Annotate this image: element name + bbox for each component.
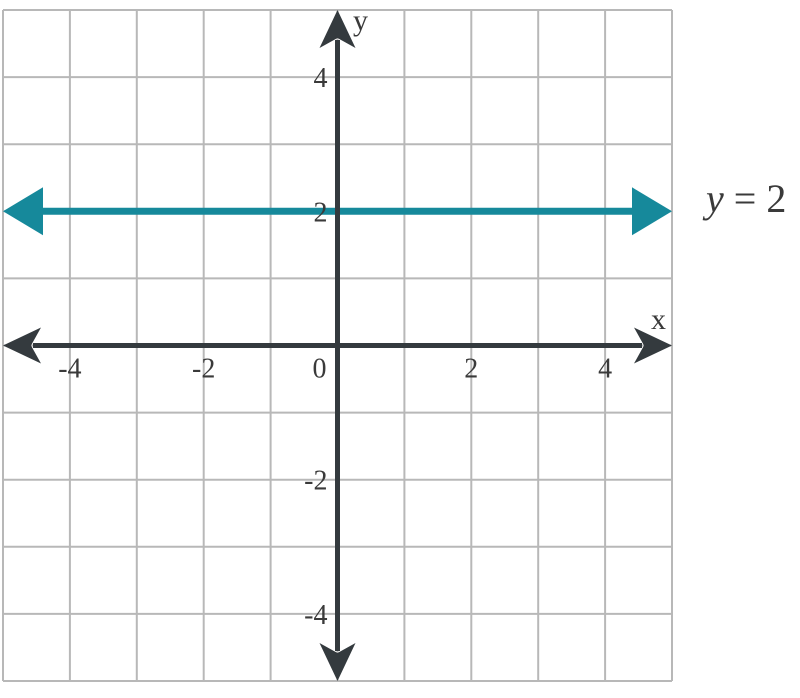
x-axis-label: x [651, 303, 666, 336]
x-axis-arrow-left [3, 327, 41, 364]
y-axis-arrow-down [319, 643, 356, 681]
series-arrow-left [3, 187, 43, 236]
y-axis-label: y [353, 4, 368, 37]
y-tick-label: 2 [314, 197, 328, 228]
series-arrow-right [632, 187, 672, 236]
line-equation-variable: y [702, 176, 724, 221]
x-tick-label: 0 [313, 354, 327, 385]
y-tick-label: -2 [304, 466, 327, 497]
axes [3, 10, 672, 681]
y-tick-label: -4 [304, 600, 327, 631]
line-equation-rest: = 2 [724, 176, 787, 221]
x-tick-label: -2 [192, 354, 215, 385]
line-equation-label: y = 2 [702, 176, 786, 221]
x-tick-label: 2 [464, 354, 478, 385]
y-axis-arrow-up [319, 10, 356, 48]
x-axis-arrow-right [634, 327, 672, 364]
x-tick-label: -4 [58, 354, 81, 385]
tick-labels: -4 -2 0 2 4 4 2 -2 -4 [58, 63, 612, 631]
x-tick-label: 4 [598, 354, 612, 385]
y-tick-label: 4 [314, 63, 328, 94]
